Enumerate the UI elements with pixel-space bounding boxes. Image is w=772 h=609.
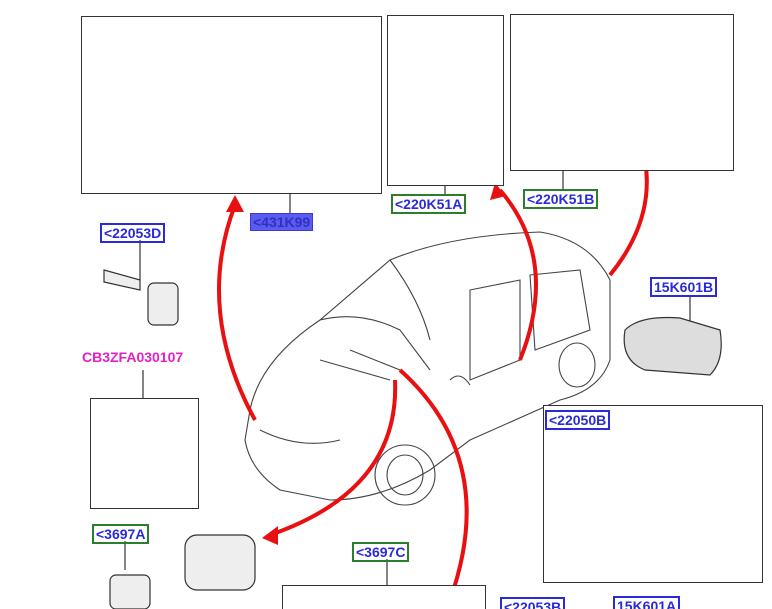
part-link-22053B[interactable]: <22053B xyxy=(500,597,566,609)
assembly-box-22050B xyxy=(543,405,763,583)
car-illustration xyxy=(244,231,611,506)
part-link-220K51B[interactable]: <220K51B xyxy=(523,189,599,209)
part-link-220K51A[interactable]: <220K51A xyxy=(391,194,467,214)
assembly-box-220K51B xyxy=(510,14,734,171)
part-link-3697C[interactable]: <3697C xyxy=(352,542,410,562)
part-link-22050B[interactable]: <22050B xyxy=(545,410,611,430)
part-link-22053D[interactable]: <22053D xyxy=(100,223,166,243)
part-link-CB3ZFA030107[interactable]: CB3ZFA030107 xyxy=(82,349,184,365)
part-link-15K601B[interactable]: 15K601B xyxy=(650,277,718,297)
part-link-3697A[interactable]: <3697A xyxy=(92,524,150,544)
part-link-431K99[interactable]: <431K99 xyxy=(250,213,314,231)
assembly-box-220K51A xyxy=(387,15,504,186)
assembly-box-CB3ZFA030107 xyxy=(90,398,199,509)
part-link-15K601A[interactable]: 15K601A xyxy=(613,596,681,609)
assembly-box-3697C xyxy=(282,585,486,609)
red-arrows xyxy=(217,159,649,601)
assembly-box-431K99 xyxy=(81,16,382,194)
